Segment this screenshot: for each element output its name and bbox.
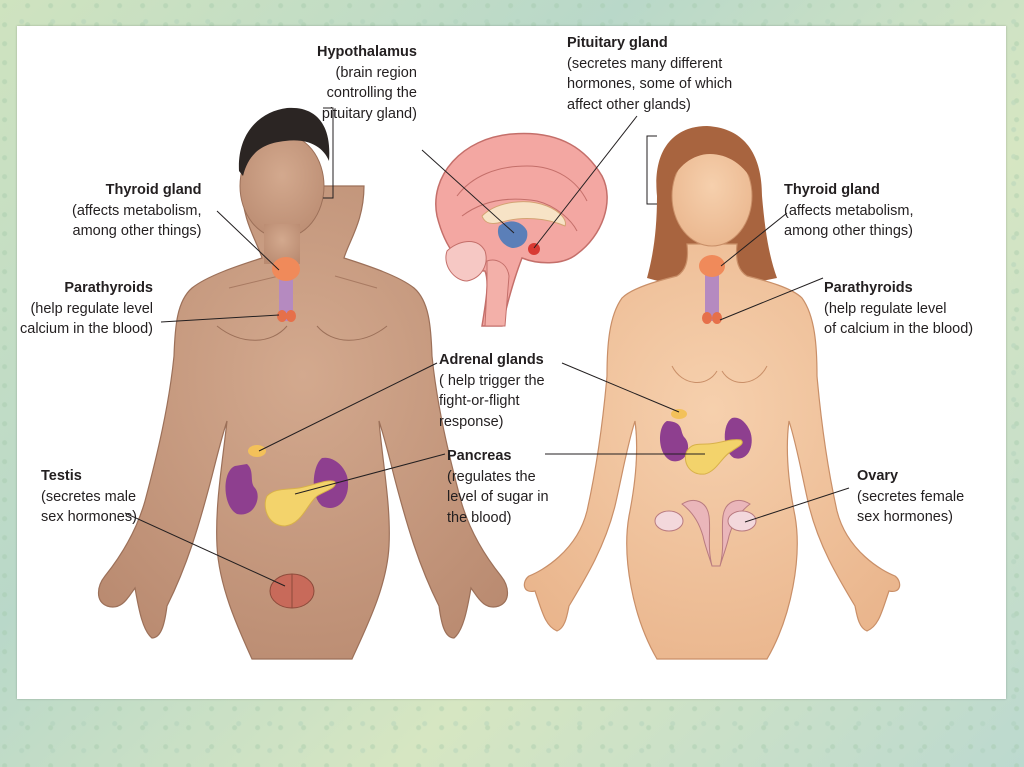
label-thyroid-male-desc: (affects metabolism, among other things) [72, 201, 201, 242]
label-hypothalamus-title: Hypothalamus [317, 42, 417, 63]
label-adrenal-title: Adrenal glands [439, 350, 545, 371]
label-pituitary: Pituitary gland (secretes many different… [567, 33, 732, 115]
brainstem [485, 260, 509, 326]
label-thyroid-female: Thyroid gland (affects metabolism, among… [784, 180, 913, 242]
label-ovary-desc: (secretes female sex hormones) [857, 487, 964, 528]
pituitary-dot [528, 243, 540, 255]
label-thyroid-female-desc: (affects metabolism, among other things) [784, 201, 913, 242]
label-parathyroid-male-title: Parathyroids [20, 278, 153, 299]
label-ovary: Ovary (secretes female sex hormones) [857, 466, 964, 528]
brain-cross-section [436, 134, 607, 326]
label-testis: Testis (secretes male sex hormones) [41, 466, 137, 528]
label-thyroid-male-title: Thyroid gland [72, 180, 201, 201]
male-adrenal [248, 445, 266, 457]
bracket-female [647, 136, 657, 204]
cerebellum [446, 242, 486, 281]
label-parathyroid-female-title: Parathyroids [824, 278, 973, 299]
label-thyroid-male: Thyroid gland (affects metabolism, among… [72, 180, 201, 242]
label-ovary-title: Ovary [857, 466, 964, 487]
diagram-panel: Hypothalamus (brain region controlling t… [17, 26, 1006, 699]
label-testis-title: Testis [41, 466, 137, 487]
label-hypothalamus-desc: (brain region controlling the pituitary … [317, 63, 417, 125]
female-ovary-left [655, 511, 683, 531]
label-parathyroid-male-desc: (help regulate level calcium in the bloo… [20, 299, 153, 340]
female-adrenal [671, 409, 687, 419]
label-pituitary-title: Pituitary gland [567, 33, 732, 54]
label-pancreas: Pancreas (regulates the level of sugar i… [447, 446, 549, 528]
label-adrenal: Adrenal glands ( help trigger the fight-… [439, 350, 545, 432]
label-parathyroid-male: Parathyroids (help regulate level calciu… [20, 278, 153, 340]
label-testis-desc: (secretes male sex hormones) [41, 487, 137, 528]
label-pancreas-title: Pancreas [447, 446, 549, 467]
label-hypothalamus: Hypothalamus (brain region controlling t… [317, 42, 417, 124]
male-thyroid [272, 257, 300, 281]
label-parathyroid-female: Parathyroids (help regulate level of cal… [824, 278, 973, 340]
label-pancreas-desc: (regulates the level of sugar in the blo… [447, 467, 549, 529]
label-adrenal-desc: ( help trigger the fight-or-flight respo… [439, 371, 545, 433]
label-parathyroid-female-desc: (help regulate level of calcium in the b… [824, 299, 973, 340]
female-ovary-right [728, 511, 756, 531]
label-pituitary-desc: (secretes many different hormones, some … [567, 54, 732, 116]
label-thyroid-female-title: Thyroid gland [784, 180, 913, 201]
